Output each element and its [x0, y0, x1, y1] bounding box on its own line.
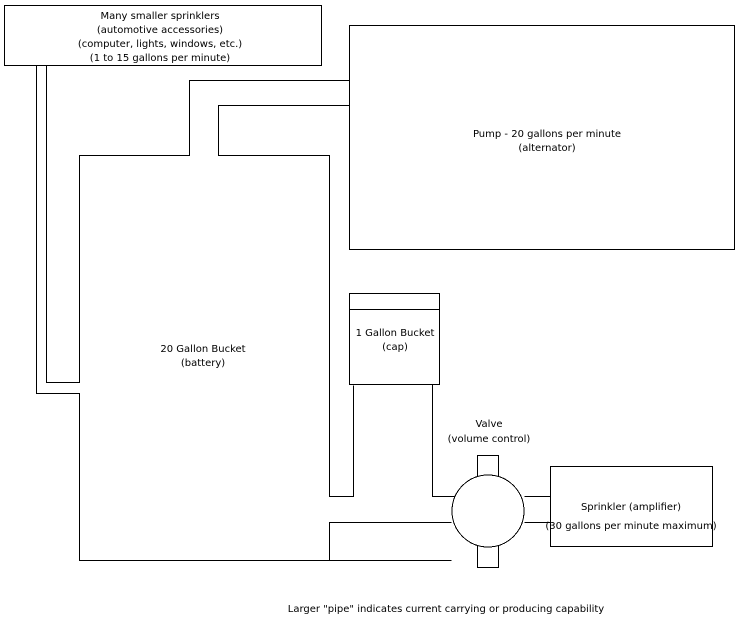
small-bucket-title: 1 Gallon Bucket	[356, 328, 435, 339]
pipe-sprinklers-to-pump	[46, 65, 350, 383]
pipe-bucket-to-valve	[329, 522, 452, 561]
sprinkler-amplifier-subtitle: (30 gallons per minute maximum)	[545, 521, 716, 532]
big-bucket-title: 20 Gallon Bucket	[160, 344, 245, 355]
sprinklers-box-outline	[4, 5, 322, 66]
small-bucket: 1 Gallon Bucket (cap)	[349, 293, 456, 497]
big-bucket-subtitle: (battery)	[181, 358, 225, 369]
valve-subtitle: (volume control)	[448, 434, 531, 445]
sprinkler-amplifier-title: Sprinkler (amplifier)	[581, 502, 681, 513]
sprinklers-box-subtitle: (automotive accessories)	[97, 25, 223, 36]
small-bucket-outline	[349, 293, 440, 385]
pipe-cap-to-valve	[432, 384, 456, 497]
valve-body	[451, 474, 525, 548]
big-bucket: 20 Gallon Bucket (battery)	[36, 65, 452, 561]
pipe-pump-to-bucket	[218, 105, 354, 497]
pump-box-title: Pump - 20 gallons per minute	[473, 129, 621, 140]
sprinklers-box-flow: (1 to 15 gallons per minute)	[90, 53, 230, 64]
sprinkler-amplifier: Sprinkler (amplifier) (30 gallons per mi…	[545, 466, 717, 547]
footnote: Larger "pipe" indicates current carrying…	[288, 604, 605, 615]
pump-box-subtitle: (alternator)	[518, 143, 575, 154]
valve-title: Valve	[475, 419, 502, 430]
pump-box-outline	[349, 25, 735, 250]
small-bucket-subtitle: (cap)	[382, 342, 408, 353]
pump-box: Pump - 20 gallons per minute (alternator…	[349, 25, 735, 250]
valve: Valve (volume control)	[448, 419, 551, 568]
sprinkler-amplifier-outline	[550, 466, 713, 547]
sprinklers-box: Many smaller sprinklers (automotive acce…	[4, 5, 322, 66]
sprinklers-box-title: Many smaller sprinklers	[100, 11, 219, 22]
sprinklers-box-examples: (computer, lights, windows, etc.)	[78, 39, 242, 50]
big-bucket-outer-outline	[36, 65, 452, 561]
